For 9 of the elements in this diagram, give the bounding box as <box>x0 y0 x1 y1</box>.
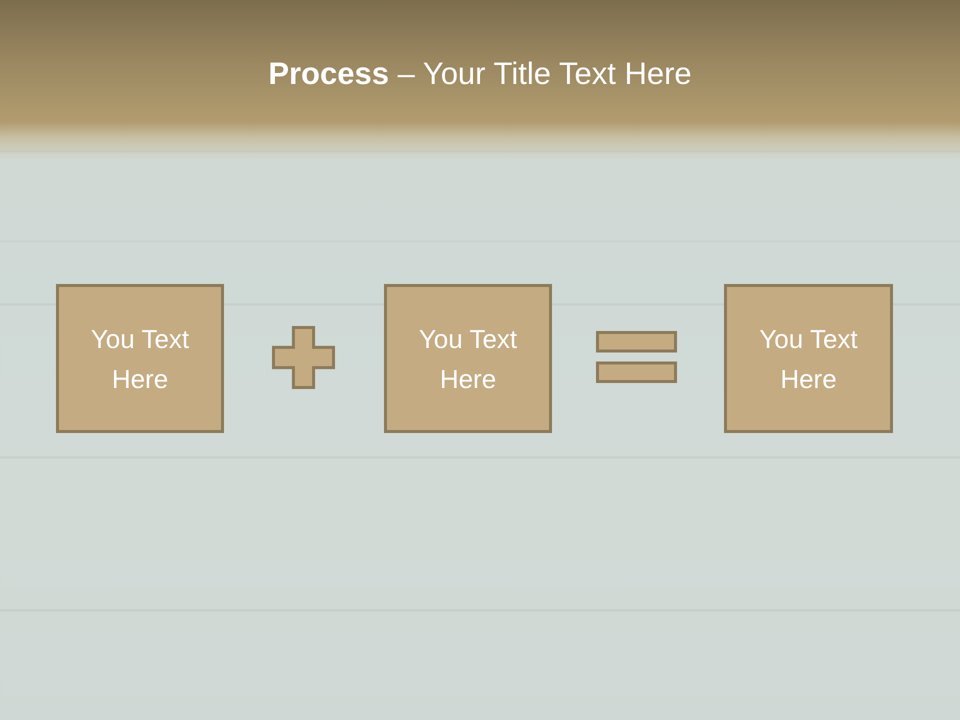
box-label: You Text Here <box>90 322 190 396</box>
box-label: You Text Here <box>418 322 518 396</box>
text-box <box>56 284 224 433</box>
text-box <box>384 284 552 433</box>
equals-icon <box>596 331 677 383</box>
plus-icon <box>272 326 335 389</box>
slide-title: Process – Your Title Text Here <box>267 55 693 93</box>
text-box <box>724 284 893 433</box>
box-label: You Text Here <box>758 322 859 396</box>
